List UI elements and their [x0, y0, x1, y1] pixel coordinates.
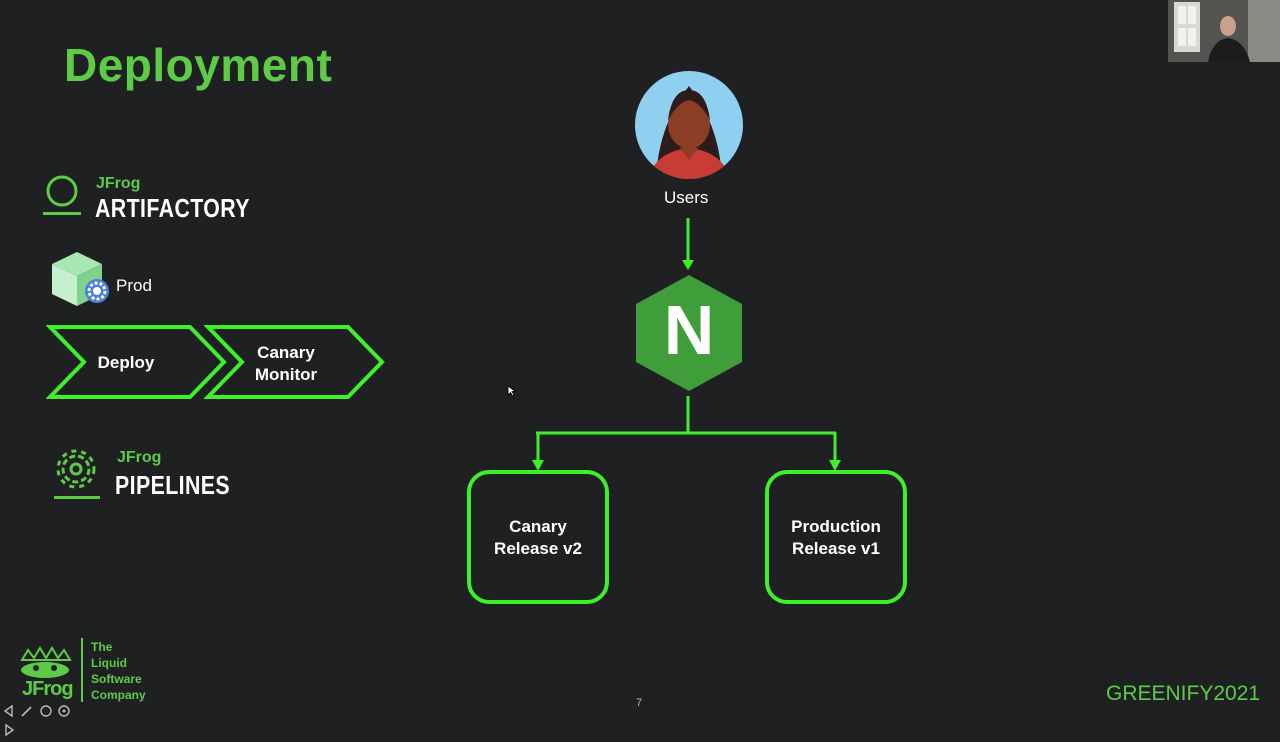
tagline-line-2: Liquid	[91, 656, 127, 670]
footer-divider	[81, 638, 83, 702]
production-release-line1: Production	[791, 517, 881, 536]
canary-release-line1: Canary	[509, 517, 567, 536]
tagline-line-3: Software	[91, 672, 142, 686]
slide-nav-toolbar	[2, 704, 82, 737]
pipeline-stage-deploy: Deploy	[97, 353, 155, 372]
production-release-line2: Release v1	[792, 539, 880, 558]
artifactory-brand-label: JFrog	[96, 175, 141, 192]
event-branding: GREENIFY2021	[1106, 682, 1261, 705]
slide-title: Deployment	[64, 39, 333, 91]
nginx-icon	[633, 273, 745, 393]
prev-slide-icon[interactable]	[2, 704, 16, 723]
next-slide-icon[interactable]	[2, 723, 16, 742]
pipelines-product-label: PIPELINES	[115, 470, 231, 500]
tagline-line-4: Company	[91, 688, 146, 702]
company-tagline: The Liquid Software Company	[91, 639, 146, 703]
presenter-webcam-video	[1168, 0, 1280, 62]
artifactory-product-label: ARTIFACTORY	[95, 193, 250, 223]
users-label: Users	[664, 188, 709, 207]
canary-release-line2: Release v2	[494, 539, 582, 558]
nginx-letter: N	[663, 291, 715, 369]
pipelines-brand-label: JFrog	[117, 449, 162, 466]
page-number: 7	[636, 697, 643, 709]
mouse-cursor-icon	[507, 384, 517, 397]
canary-release-box: Canary Release v2	[467, 470, 609, 604]
menu-icon[interactable]	[57, 704, 71, 723]
artifactory-logo-icon	[42, 174, 86, 220]
pipelines-logo-icon	[52, 446, 104, 500]
tagline-line-1: The	[91, 640, 113, 654]
production-release-box: Production Release v1	[765, 470, 907, 604]
pipeline-stage-canary-monitor: Canary Monitor	[254, 343, 318, 384]
zoom-icon[interactable]	[39, 704, 53, 723]
pipeline-stage-chevrons	[45, 324, 386, 400]
repo-label: Prod	[116, 276, 152, 295]
jfrog-logo-icon	[14, 646, 76, 704]
pen-tool-icon[interactable]	[20, 704, 34, 723]
package-cube-icon	[50, 250, 112, 308]
diagram-connectors	[460, 210, 920, 480]
user-avatar-icon	[634, 70, 744, 180]
jfrog-logo-text: JFrog	[22, 678, 74, 700]
